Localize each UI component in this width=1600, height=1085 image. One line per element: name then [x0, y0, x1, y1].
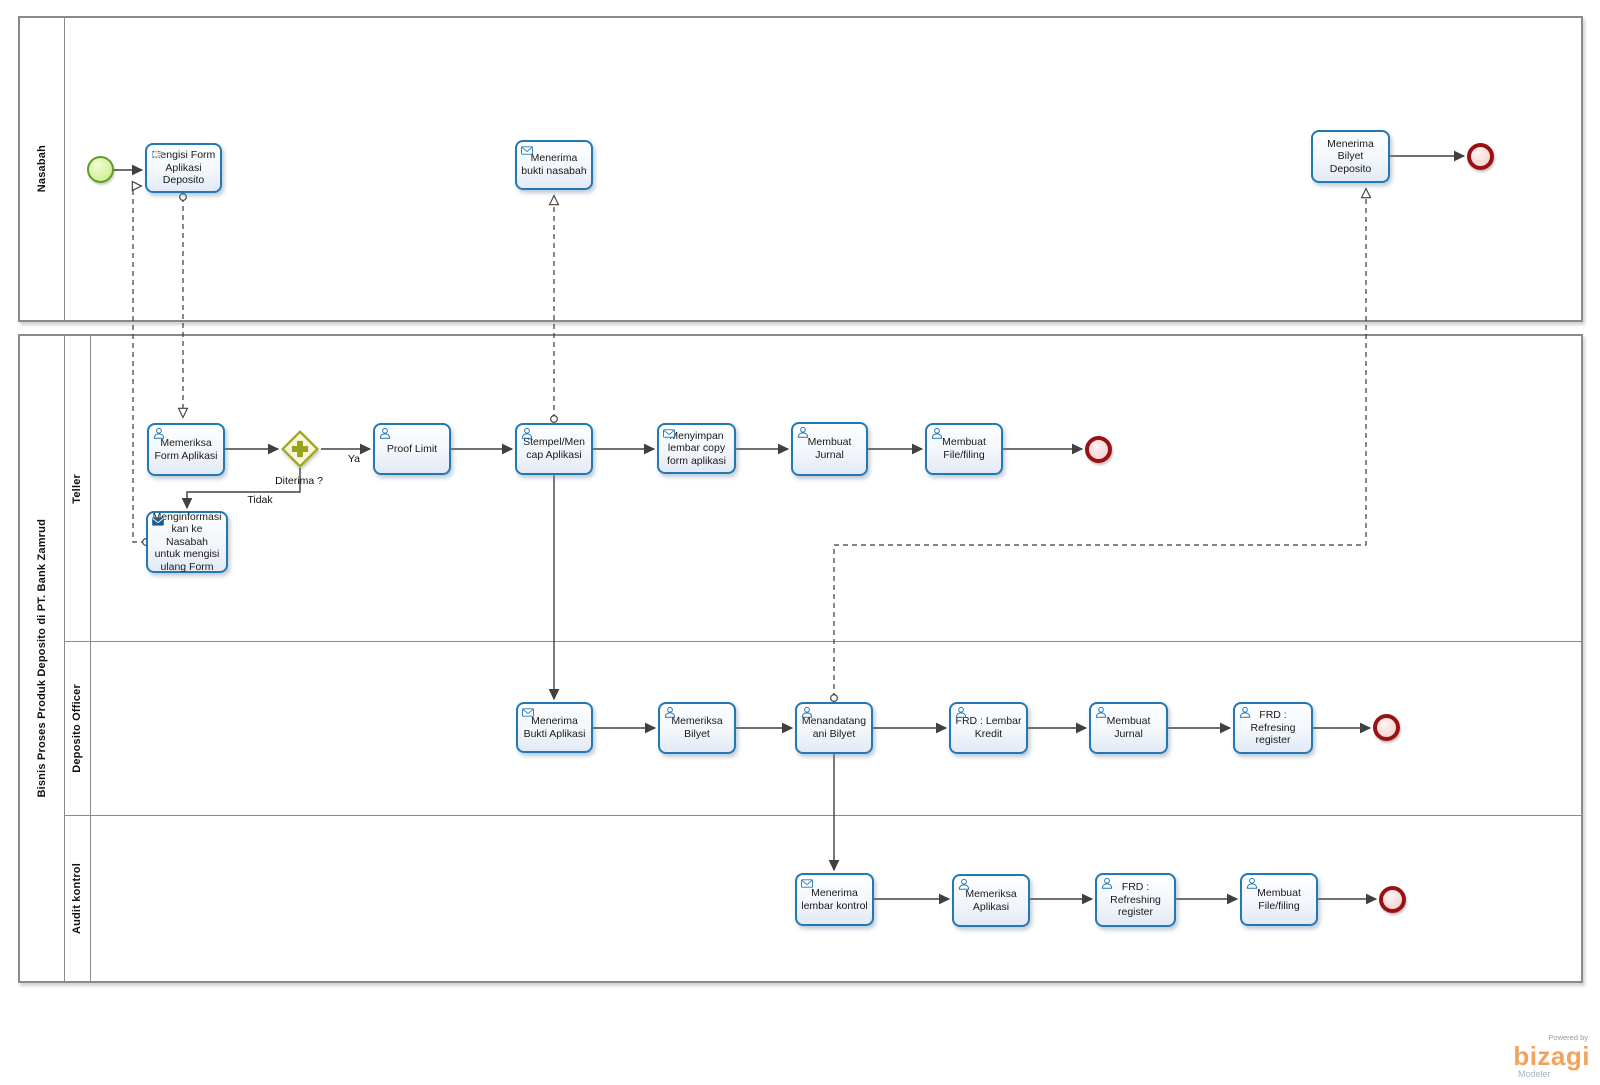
- user-icon: [663, 706, 677, 719]
- flow-gateway-to-proof-limit-label: Ya: [347, 453, 361, 465]
- task-label: Menerima lembar kontrol: [801, 886, 868, 912]
- task-label: FRD : Lembar Kredit: [955, 715, 1022, 740]
- user-icon: [930, 427, 944, 440]
- task-memeriksa-form-aplikasi[interactable]: Memeriksa Form Aplikasi: [147, 423, 225, 476]
- task-label: Membuat File/filing: [942, 436, 986, 461]
- envelope-icon: [521, 706, 535, 719]
- task-label: Menerima Bukti Aplikasi: [523, 714, 586, 740]
- task-mengisi-form-aplikasi-deposito[interactable]: Mengisi Form Aplikasi Deposito: [145, 143, 222, 193]
- task-membuat-file-filing-audit[interactable]: Membuat File/filing: [1240, 873, 1318, 926]
- task-memeriksa-aplikasi[interactable]: Memeriksa Aplikasi: [952, 874, 1030, 927]
- user-icon: [796, 426, 810, 439]
- user-icon: [954, 706, 968, 719]
- task-label: Membuat Jurnal: [807, 436, 852, 461]
- task-menandatangani-bilyet[interactable]: Menandatangani Bilyet: [795, 702, 873, 754]
- task-frd-lembar-kredit[interactable]: FRD : Lembar Kredit: [949, 702, 1028, 754]
- task-label: Memeriksa Bilyet: [671, 715, 723, 740]
- gateway-diterima[interactable]: [281, 430, 319, 468]
- start-event[interactable]: [87, 156, 114, 183]
- task-label: Proof Limit: [386, 442, 438, 455]
- envelope-icon: [662, 427, 676, 440]
- task-membuat-file-filing-teller[interactable]: Membuat File/filing: [925, 423, 1003, 475]
- task-menyimpan-lembar-copy-form-aplikasi[interactable]: Menyimpan lembar copy form aplikasi: [657, 423, 736, 474]
- task-menerima-lembar-kontrol[interactable]: Menerima lembar kontrol: [795, 873, 874, 926]
- gateway-diterima-label: Diterima ?: [275, 475, 323, 487]
- task-frd-refreshing-register[interactable]: FRD : Refreshing register: [1095, 873, 1176, 927]
- powered-by-text: Powered by: [1548, 1033, 1588, 1042]
- task-memeriksa-bilyet[interactable]: Memeriksa Bilyet: [658, 702, 736, 754]
- task-menerima-bukti-aplikasi[interactable]: Menerima Bukti Aplikasi: [516, 702, 593, 753]
- lane-audit-kontrol-header[interactable]: Audit kontrol: [64, 816, 91, 981]
- user-icon: [1238, 706, 1252, 719]
- task-label: FRD : Refreshing register: [1110, 881, 1161, 919]
- task-membuat-jurnal-deposito-officer[interactable]: Membuat Jurnal: [1089, 702, 1168, 754]
- end-event-teller[interactable]: [1085, 436, 1112, 463]
- envelope-filled-icon: [151, 515, 165, 528]
- lane-container: Teller Deposito Officer Audit kontrol: [64, 336, 1581, 981]
- task-stempel-mencap-aplikasi[interactable]: Stempel/Mencap Aplikasi: [515, 423, 593, 475]
- pool-bisnis-proses-header[interactable]: Bisnis Proses Produk Deposito di PT. Ban…: [20, 336, 65, 981]
- modeler-text: Modeler: [1518, 1068, 1551, 1079]
- flow-gateway-to-menginformasikan-label: Tidak: [247, 494, 273, 506]
- task-menerima-bukti-nasabah[interactable]: Menerima bukti nasabah: [515, 140, 593, 190]
- bizagi-branding: Powered by bizagi Modeler: [1495, 1034, 1590, 1079]
- task-label: Stempel/Mencap Aplikasi: [523, 436, 585, 461]
- task-proof-limit[interactable]: Proof Limit: [373, 423, 451, 475]
- lane-teller[interactable]: Teller: [64, 336, 1581, 641]
- user-icon: [800, 706, 814, 719]
- task-label: Menandatangani Bilyet: [801, 715, 867, 740]
- user-icon: [378, 427, 392, 440]
- flow-gateway-to-menginformasikan[interactable]: [181, 468, 301, 510]
- user-icon: [1094, 706, 1108, 719]
- task-label: Mengisi Form Aplikasi Deposito: [151, 149, 216, 187]
- task-label: Memeriksa Form Aplikasi: [154, 436, 218, 462]
- task-frd-refresing-register[interactable]: FRD : Refresing register: [1233, 702, 1313, 754]
- lane-teller-header[interactable]: Teller: [64, 336, 91, 641]
- task-menginformasikan-ke-nasabah[interactable]: Menginformasikan ke Nasabah untuk mengis…: [146, 511, 228, 573]
- user-icon: [520, 427, 534, 440]
- envelope-icon: [520, 144, 534, 157]
- end-event-nasabah[interactable]: [1467, 143, 1494, 170]
- user-icon: [152, 427, 166, 440]
- task-label: Menerima Bilyet Deposito: [1327, 137, 1374, 175]
- task-label: Menginformasikan ke Nasabah untuk mengis…: [152, 510, 222, 573]
- message-menginformasikan-to-mengisi[interactable]: [131, 180, 150, 546]
- end-event-deposito-officer[interactable]: [1373, 714, 1400, 741]
- task-label: Menerima bukti nasabah: [521, 152, 587, 177]
- task-membuat-jurnal-teller[interactable]: Membuat Jurnal: [791, 422, 868, 476]
- hand-icon: [150, 147, 164, 160]
- pool-nasabah-header[interactable]: Nasabah: [20, 18, 65, 320]
- task-menerima-bilyet-deposito[interactable]: Menerima Bilyet Deposito: [1311, 130, 1390, 183]
- end-event-audit-kontrol[interactable]: [1379, 886, 1406, 913]
- lane-deposito-officer-header[interactable]: Deposito Officer: [64, 642, 91, 815]
- user-icon: [957, 878, 971, 891]
- task-label: FRD : Refresing register: [1250, 709, 1296, 747]
- message-menandatangani-to-menerima-bilyet[interactable]: [830, 187, 1372, 702]
- bizagi-logo: bizagi: [1513, 1040, 1590, 1071]
- lane-deposito-officer[interactable]: Deposito Officer: [64, 641, 1581, 815]
- user-icon: [1100, 877, 1114, 890]
- task-label: Membuat Jurnal: [1106, 715, 1151, 740]
- task-label: Menyimpan lembar copy form aplikasi: [667, 429, 726, 467]
- task-label: Membuat File/filing: [1257, 886, 1301, 912]
- lane-audit-kontrol[interactable]: Audit kontrol: [64, 815, 1581, 981]
- user-icon: [1245, 877, 1259, 890]
- task-label: Memeriksa Aplikasi: [965, 887, 1017, 913]
- envelope-icon: [800, 877, 814, 890]
